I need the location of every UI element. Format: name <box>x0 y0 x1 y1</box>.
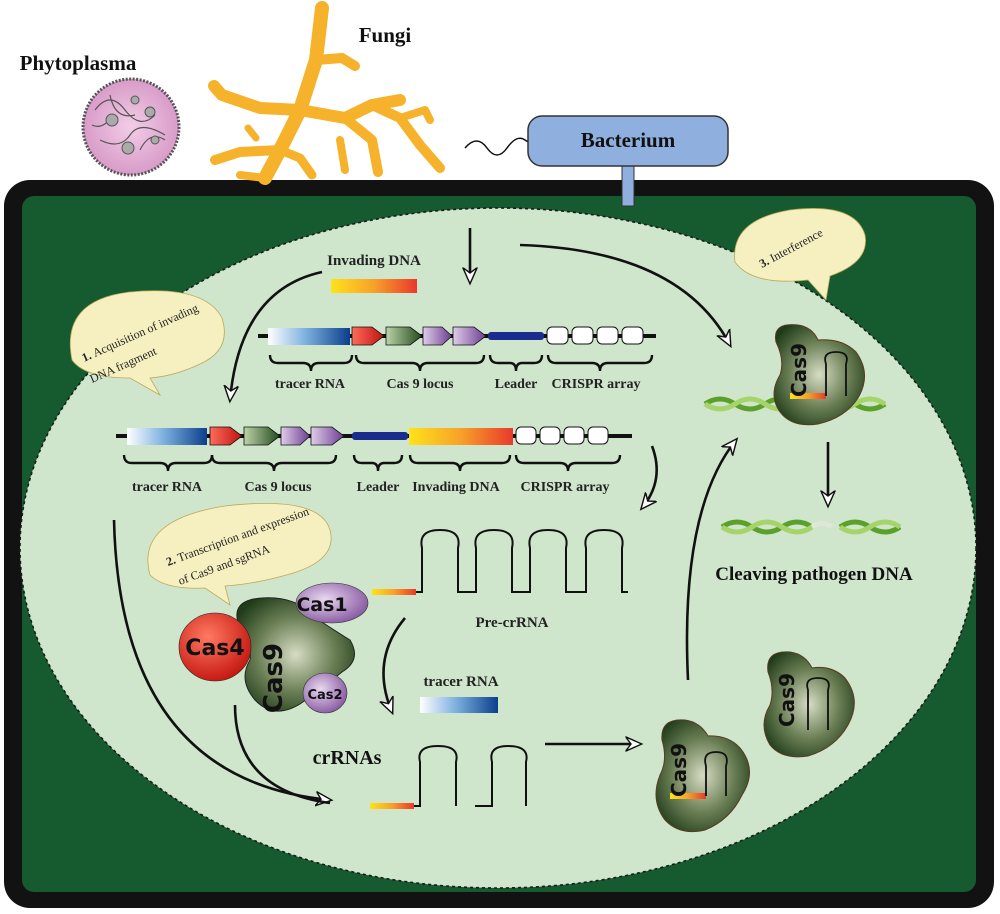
tracer-rna-label: tracer RNA <box>423 674 498 690</box>
arrow-protein-down <box>233 704 331 805</box>
tracer-rna-bar <box>420 697 498 713</box>
bottom-invading-dna-label: Invading DNA <box>412 480 500 495</box>
crrnas-label: crRNAs <box>313 747 382 769</box>
pre-crrna-structure <box>372 528 628 595</box>
bottom-crispr-array-label: CRISPR array <box>520 480 609 495</box>
phytoplasma-icon <box>81 77 181 177</box>
arrow-acquisition <box>230 270 323 400</box>
invading-dna-bar <box>331 279 417 293</box>
bacterium-icon <box>527 115 729 167</box>
phytoplasma-label: Phytoplasma <box>20 51 137 75</box>
arrow-transcription <box>112 519 330 800</box>
cas9-on-dna <box>773 324 865 426</box>
cas4-protein-icon <box>178 612 252 682</box>
dna-cleaved-helix <box>720 519 902 535</box>
arrow-to-precrrna <box>642 445 657 508</box>
pre-crrna-label: Pre-crRNA <box>475 615 548 631</box>
top-cas9-locus-label: Cas 9 locus <box>387 377 454 392</box>
cas9-complex-loaded <box>655 719 750 833</box>
cas9-right-label: Cas9 <box>775 673 799 727</box>
cleaving-label: Cleaving pathogen DNA <box>715 564 913 585</box>
bacterium-label: Bacterium <box>581 128 676 152</box>
step3-bubble <box>734 208 866 301</box>
cas9-free-right <box>763 651 855 758</box>
arrow-to-interference <box>519 243 730 345</box>
top-leader-label: Leader <box>495 377 538 392</box>
fungi-icon <box>208 1 445 185</box>
arrow-up-to-dna <box>685 440 736 681</box>
fungi-label: Fungi <box>359 23 412 47</box>
cas9-cluster-label: Cas9 <box>259 643 289 713</box>
cas9-complex-label: Cas9 <box>667 743 691 797</box>
bottom-tracer-rna-label: tracer RNA <box>132 480 203 495</box>
step1-bubble <box>69 290 225 397</box>
cas1-label: Cas1 <box>296 594 347 616</box>
cas-protein-cluster <box>178 582 369 714</box>
bottom-cas9-locus-label: Cas 9 locus <box>245 480 312 495</box>
cas9-interference-label: Cas9 <box>787 343 811 397</box>
cas1-protein-icon <box>295 582 369 624</box>
step2-bubble <box>147 502 332 606</box>
crispr-locus-bottom <box>116 426 632 472</box>
nucleus <box>19 207 977 889</box>
cas2-label: Cas2 <box>307 688 342 703</box>
arrow-processing <box>384 617 406 712</box>
top-tracer-rna-label: tracer RNA <box>275 377 346 392</box>
cas4-label: Cas4 <box>185 636 244 661</box>
top-crispr-array-label: CRISPR array <box>551 377 640 392</box>
crispr-locus-top <box>258 326 656 372</box>
crrna-structures <box>370 744 528 809</box>
bottom-leader-label: Leader <box>357 480 400 495</box>
invading-dna-label: Invading DNA <box>327 253 421 269</box>
cas2-protein-icon <box>302 672 348 714</box>
